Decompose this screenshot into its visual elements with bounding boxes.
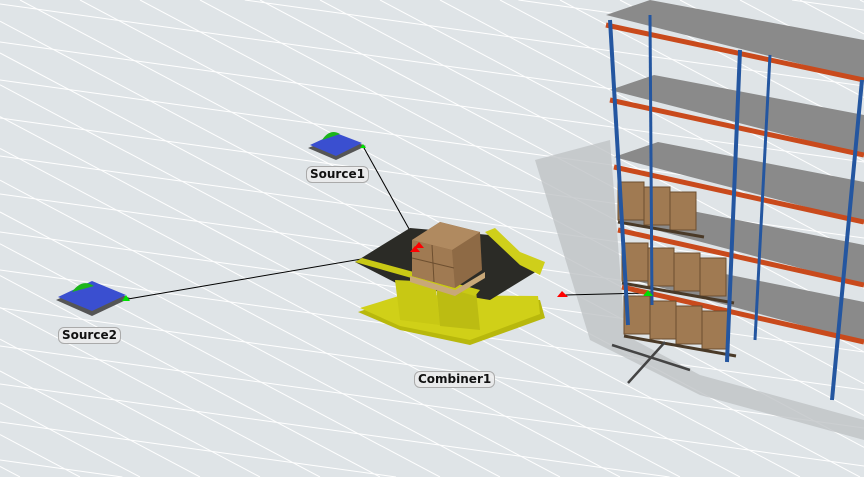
source2-label: Source2 bbox=[58, 327, 121, 344]
rack-shelf bbox=[614, 142, 864, 222]
rack-pallet bbox=[621, 281, 735, 305]
rack-post bbox=[648, 14, 654, 306]
input-port-icon bbox=[410, 246, 420, 252]
grid-line bbox=[0, 179, 561, 477]
rack-pallet bbox=[617, 220, 705, 239]
rack-box bbox=[701, 310, 729, 350]
rack-post bbox=[725, 49, 742, 363]
rack-box bbox=[699, 257, 727, 297]
source1-object[interactable] bbox=[308, 132, 366, 160]
grid-line bbox=[0, 275, 381, 477]
rack-object[interactable] bbox=[605, 0, 864, 401]
rack-beam bbox=[613, 164, 864, 225]
rack-shelf bbox=[606, 0, 864, 80]
rack-shadow bbox=[535, 140, 864, 440]
source1-label: Source1 bbox=[306, 166, 369, 183]
rack-box bbox=[643, 186, 671, 226]
rack-post bbox=[753, 54, 772, 341]
source2-object[interactable] bbox=[56, 281, 130, 316]
grid-line bbox=[0, 402, 141, 477]
grid-line bbox=[859, 0, 864, 3]
grid-line bbox=[0, 243, 441, 477]
grid-line bbox=[0, 306, 321, 477]
grid-line bbox=[799, 0, 864, 35]
grid-line bbox=[0, 459, 123, 477]
input-port-icon bbox=[414, 242, 424, 248]
grid-line bbox=[0, 211, 501, 477]
grid-line bbox=[0, 345, 864, 467]
grid-line bbox=[379, 0, 864, 257]
output-port-icon bbox=[360, 144, 366, 148]
grid-line bbox=[0, 84, 741, 477]
grid-line bbox=[0, 155, 864, 277]
grid-line bbox=[0, 383, 670, 477]
output-port-icon bbox=[557, 291, 568, 297]
combiner1-label: Combiner1 bbox=[414, 371, 496, 388]
grid-line bbox=[0, 307, 864, 429]
rack-beam bbox=[621, 284, 864, 345]
grid-line bbox=[0, 116, 681, 477]
rack-box bbox=[673, 252, 701, 292]
grid-line bbox=[139, 0, 864, 385]
rack-box bbox=[649, 300, 677, 340]
connection-combiner-rack bbox=[564, 292, 649, 296]
grid-line bbox=[0, 338, 261, 477]
grid-line bbox=[0, 421, 397, 477]
grid-line bbox=[0, 465, 21, 477]
grid-line bbox=[0, 370, 201, 477]
rack-floor-marker bbox=[627, 341, 666, 384]
combiner1-object[interactable] bbox=[355, 222, 568, 345]
input-port-icon bbox=[643, 290, 653, 296]
rack-box bbox=[675, 305, 703, 345]
grid-line bbox=[79, 0, 864, 416]
grid-line bbox=[0, 434, 81, 477]
rack-box bbox=[669, 191, 697, 231]
grid-line bbox=[0, 41, 864, 163]
rack-post bbox=[830, 79, 864, 401]
output-port-icon bbox=[122, 295, 130, 301]
rack-beam bbox=[617, 227, 864, 288]
rack-post bbox=[608, 19, 630, 326]
rack-pallet bbox=[623, 334, 737, 358]
